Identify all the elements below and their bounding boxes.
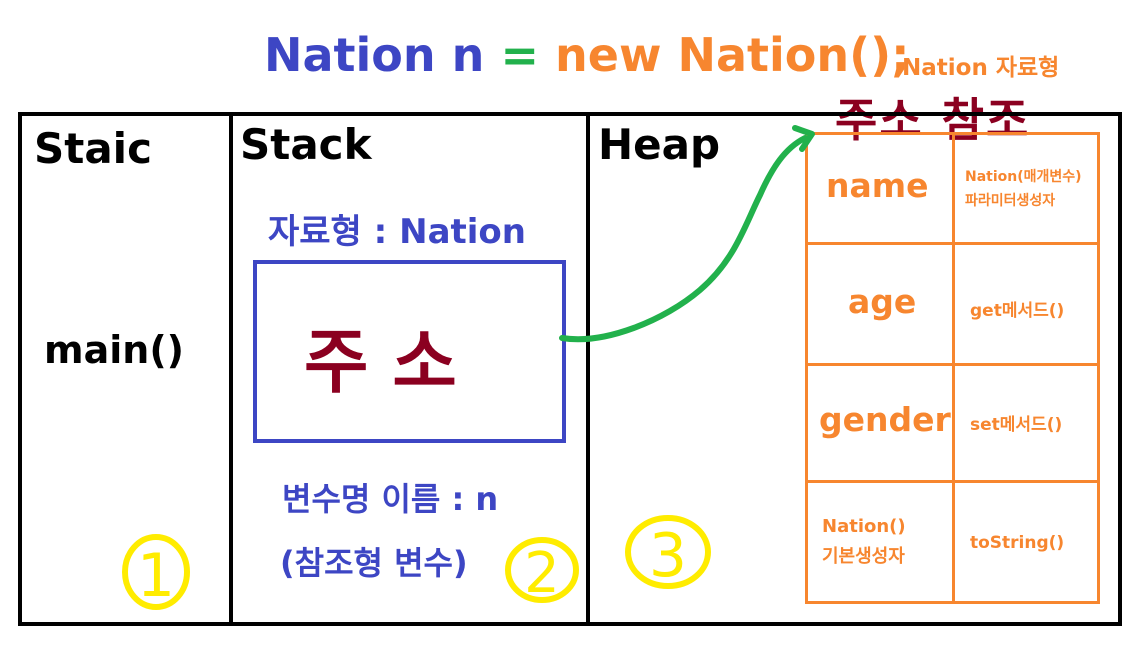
section-stack-label: Stack xyxy=(240,120,372,169)
heap-default-constructor-line1: Nation() xyxy=(822,516,906,537)
reference-arrowhead-icon xyxy=(792,125,815,152)
divider-static-stack xyxy=(229,112,233,626)
marker-circle-3 xyxy=(625,515,711,589)
heap-table-column-divider xyxy=(952,132,955,604)
code-title: Nation n = new Nation(); xyxy=(264,28,910,82)
heap-default-constructor-line2: 기본생성자 xyxy=(822,546,905,567)
marker-number-1: 1 xyxy=(137,541,175,611)
marker-circle-1 xyxy=(122,534,190,610)
heap-table-row-divider xyxy=(805,363,1100,366)
reference-variable-box xyxy=(253,260,566,443)
section-heap-label: Heap xyxy=(598,120,721,169)
heap-field-name: name xyxy=(826,166,929,205)
heap-field-gender: gender xyxy=(819,400,951,439)
address-value: 주소 xyxy=(304,321,481,403)
type-note: Nation 자료형 xyxy=(902,55,1060,81)
heap-method-tostring: toString() xyxy=(970,533,1065,553)
heap-table-row-divider xyxy=(805,480,1100,483)
reference-arrow-line xyxy=(559,135,808,343)
marker-number-2: 2 xyxy=(524,541,560,606)
memory-frame xyxy=(18,112,1122,626)
marker-number-3: 3 xyxy=(649,521,687,591)
heap-method-getter: get메서드() xyxy=(970,301,1065,321)
title-instantiation: new Nation(); xyxy=(555,28,910,82)
address-reference-label: 주소 참조 xyxy=(835,93,1031,147)
heap-method-param-constructor-line1: Nation(매개변수) xyxy=(965,169,1082,185)
title-declaration: Nation n xyxy=(264,28,485,82)
static-main-method: main() xyxy=(44,328,185,372)
variable-name-label: 변수명 이름 : n xyxy=(282,480,499,518)
heap-table-row-divider xyxy=(805,242,1100,245)
title-equals: = xyxy=(500,28,539,82)
divider-stack-heap xyxy=(586,112,590,626)
variable-kind-label: (참조형 변수) xyxy=(280,544,468,582)
heap-method-param-constructor: Nation(매개변수) 파라미터생성자 xyxy=(965,165,1082,213)
heap-method-setter: set메서드() xyxy=(970,415,1063,435)
section-static-label: Staic xyxy=(34,124,152,173)
marker-circle-2 xyxy=(505,537,579,603)
heap-default-constructor: Nation() 기본생성자 xyxy=(822,512,906,572)
heap-method-param-constructor-line2: 파라미터생성자 xyxy=(965,193,1056,209)
heap-field-age: age xyxy=(848,282,917,321)
stack-type-label: 자료형 : Nation xyxy=(268,212,526,252)
